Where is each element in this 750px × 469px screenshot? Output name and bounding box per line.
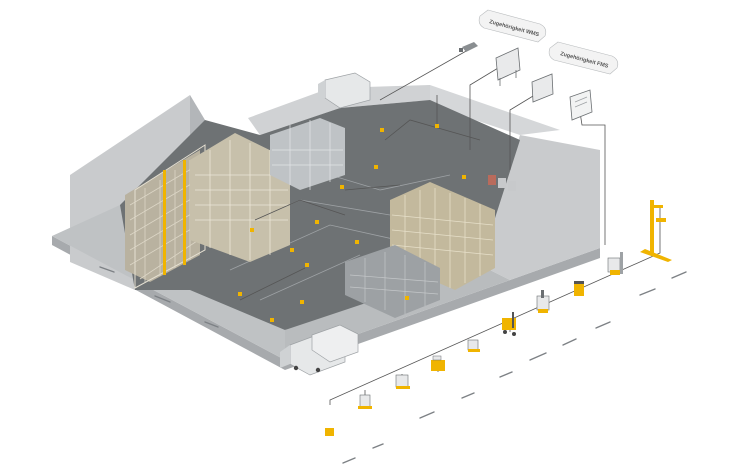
terminal-icon [270, 318, 274, 322]
floor-lane [259, 254, 361, 301]
slot-dash [595, 321, 611, 329]
charger-icon [325, 428, 334, 436]
network-lines [239, 49, 661, 408]
pallet-jack-icon [358, 394, 372, 409]
terminal-icon [238, 292, 242, 296]
device-bus-line [329, 205, 661, 405]
callout-wms: Zugehörigkeit WMS [478, 9, 547, 43]
terminal-icon [290, 248, 294, 252]
terminal-icon [340, 185, 344, 189]
terminal-icon [300, 300, 304, 304]
camera-icon [459, 42, 478, 52]
terminal-icon [405, 296, 409, 300]
access-point-icon [569, 89, 593, 121]
zone-markers [99, 266, 219, 328]
terminal-icon [495, 47, 521, 86]
terminal-icon [380, 128, 384, 132]
terminal-icon [435, 124, 439, 128]
slot-dash [639, 288, 656, 296]
network-line [379, 49, 469, 101]
slot-dash [499, 371, 513, 378]
slot-dash [562, 338, 577, 346]
slot-dash [372, 443, 384, 449]
pallet-stack [488, 175, 516, 191]
network-line [239, 267, 306, 301]
network-line [344, 184, 401, 191]
display-panel-icon [531, 73, 554, 103]
network-line [469, 61, 509, 150]
charger-icon [574, 281, 584, 296]
device-slot-markers [342, 271, 687, 464]
zone-dash [154, 295, 171, 303]
network-line [384, 119, 481, 141]
terminal-icon [462, 175, 466, 179]
slot-dash [671, 271, 687, 279]
stacker-crane-icon [640, 200, 672, 262]
floor-devices [238, 124, 466, 322]
network-line [509, 89, 544, 170]
terminal-icon [374, 165, 378, 169]
slot-dash [342, 457, 356, 464]
tugger-icon [431, 355, 445, 371]
pallet-jack-icon [467, 339, 480, 352]
zone-dash [204, 321, 219, 328]
terminal-icon [250, 228, 254, 232]
callout-fms: Zugehörigkeit FMS [548, 41, 619, 75]
slot-dash [461, 392, 475, 399]
stacker-crane-icon [183, 160, 186, 265]
stacker-crane-icon [163, 170, 166, 275]
network-line [254, 199, 346, 221]
order-picker-icon [536, 290, 550, 313]
forklift-icon [502, 312, 516, 336]
floor-storage-block [345, 245, 440, 318]
terminal-icon [305, 263, 309, 267]
truck-icon [311, 324, 359, 363]
right-slab-face [285, 248, 600, 360]
floor-slab-edge [52, 236, 600, 370]
terminal-icon [355, 240, 359, 244]
network-line [579, 111, 606, 245]
shelving-back [270, 118, 345, 190]
truck-icon [318, 72, 371, 109]
zone-dash [99, 266, 115, 273]
terminal-icon [315, 220, 319, 224]
reach-truck-icon [607, 252, 623, 275]
pallet-jack-icon [395, 374, 410, 389]
slot-dash [419, 411, 435, 419]
slot-dash [529, 352, 547, 361]
